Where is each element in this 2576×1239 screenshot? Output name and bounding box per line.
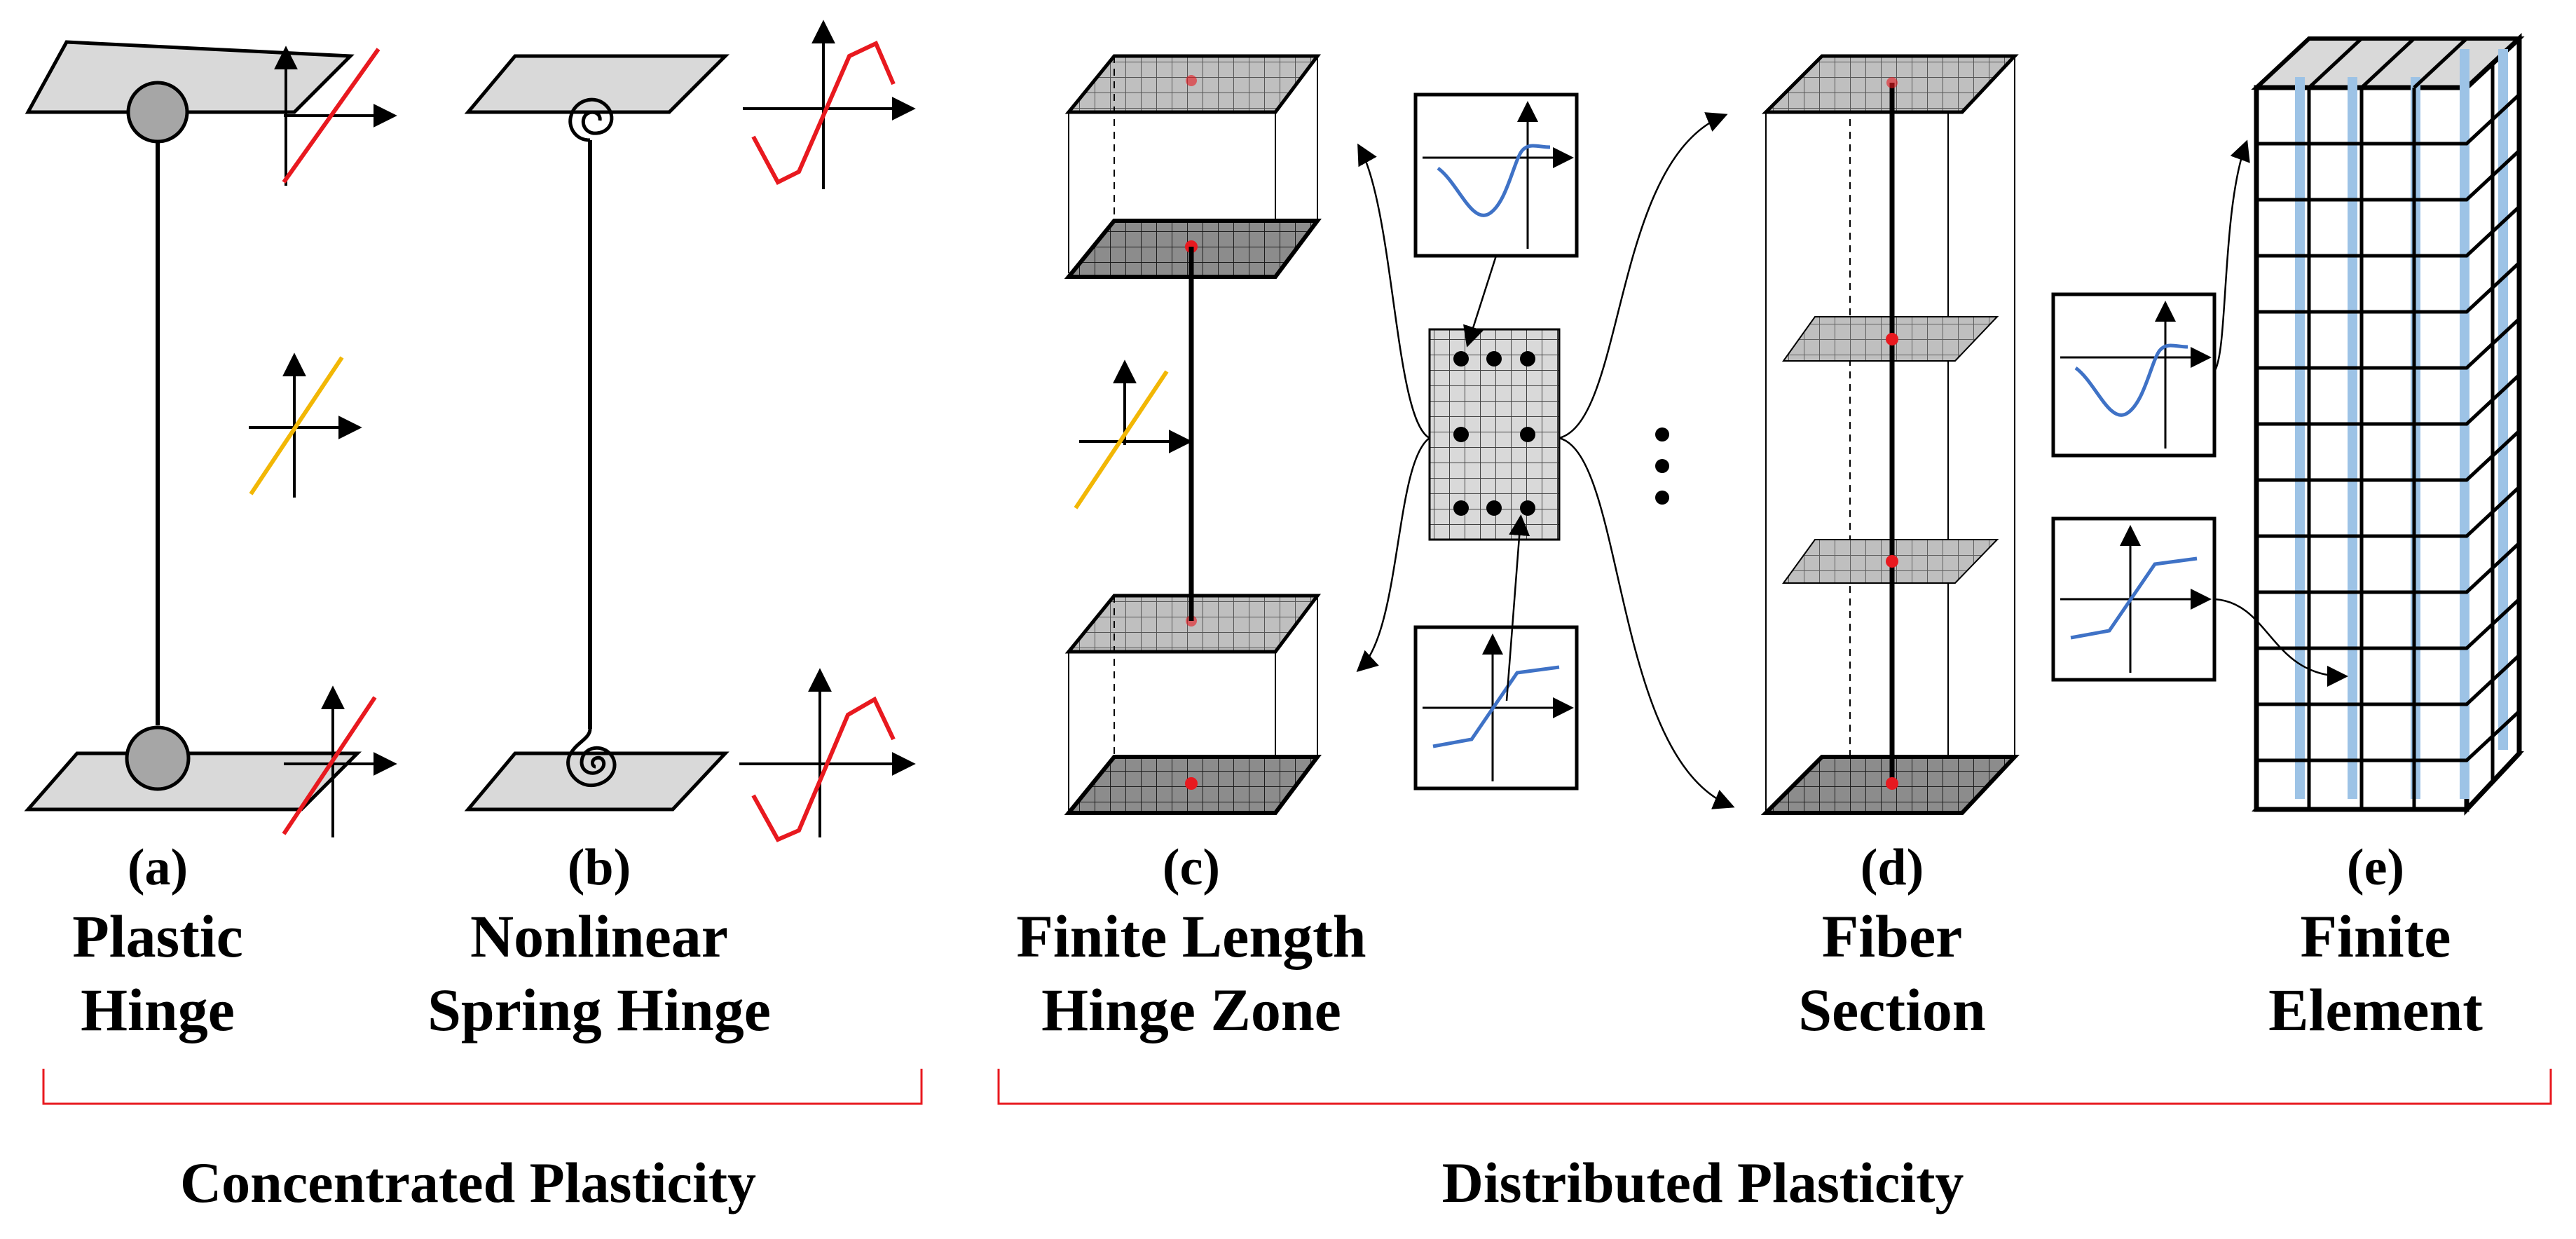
connector-arrows	[1558, 437, 1735, 809]
integration-point	[1186, 75, 1197, 86]
concentrated-plasticity-group: Concentrated Plasticity	[42, 1069, 923, 1214]
rotational-spring-top	[568, 97, 614, 142]
elastic-response-icon	[1074, 360, 1193, 509]
nonlinear-spring-response-icon-top	[743, 20, 916, 189]
rebar-fiber	[1453, 500, 1469, 516]
concrete-material-curve-box	[1413, 93, 1579, 258]
distributed-plasticity-group: Distributed Plasticity	[997, 1069, 2552, 1214]
rotational-spring-bottom	[566, 728, 617, 788]
panel-e-finite-element: (e) Finite Element	[2051, 32, 2525, 1043]
connector-arrows	[1558, 112, 1728, 439]
group-label-concentrated: Concentrated Plasticity	[180, 1151, 756, 1214]
top-plate	[464, 54, 730, 114]
panel-b-letter: (b)	[568, 839, 631, 896]
panel-a-plastic-hinge: (a) Plastic Hinge	[24, 40, 397, 1043]
panel-d-title-line1: Fiber	[1822, 903, 1963, 970]
panel-a-title-line1: Plastic	[72, 903, 243, 970]
fiber-element-box	[1760, 54, 2020, 815]
panel-d-fiber-section: (d) Fiber Section	[1558, 54, 2020, 1043]
panel-c-finite-length-hinge: (c) Finite Length Hinge Zone	[1016, 54, 1579, 1043]
connector-arrows	[1356, 143, 1530, 701]
elastic-response-icon	[249, 352, 362, 498]
integration-point	[1185, 777, 1198, 790]
concrete-material-curve-box	[2051, 292, 2217, 458]
top-plate	[25, 40, 355, 114]
rebar-fiber	[1520, 351, 1535, 367]
panel-c-letter: (c)	[1163, 839, 1220, 896]
plastic-hinge-top	[126, 81, 189, 144]
rigid-plastic-response-icon-bottom	[282, 685, 397, 837]
rebar-fiber	[1520, 427, 1535, 442]
nonlinear-spring-response-icon-bottom	[739, 668, 916, 842]
panel-e-title-line1: Finite	[2301, 903, 2451, 970]
panel-b-title-line1: Nonlinear	[470, 903, 728, 970]
integration-point	[1886, 777, 1898, 790]
panel-c-title-line1: Finite Length	[1016, 903, 1366, 970]
integration-point	[1886, 333, 1898, 345]
panel-a-title-line2: Hinge	[81, 976, 235, 1043]
steel-material-curve-box	[1413, 625, 1579, 790]
panel-d-letter: (d)	[1861, 839, 1924, 896]
bottom-plate	[464, 751, 729, 812]
panel-a-letter: (a)	[128, 839, 188, 896]
connector-arrows	[2213, 139, 2250, 372]
rebar-fiber	[1486, 500, 1502, 516]
group-label-distributed: Distributed Plasticity	[1442, 1151, 1964, 1214]
panel-e-title-line2: Element	[2268, 976, 2483, 1043]
panel-b-spring-hinge: (b) Nonlinear Spring Hinge	[427, 20, 916, 1043]
rebar-fiber	[1520, 500, 1535, 516]
bottom-hinge-zone-box	[1064, 594, 1322, 815]
fiber-cross-section	[1428, 328, 1561, 541]
rebar-fiber	[1453, 351, 1469, 367]
panel-c-title-line2: Hinge Zone	[1041, 976, 1341, 1043]
plastic-hinge-bottom	[125, 725, 191, 791]
steel-material-curve-box	[2051, 516, 2217, 682]
rebar-fiber	[1486, 351, 1502, 367]
top-hinge-zone-box	[1064, 54, 1322, 279]
panel-b-title-line2: Spring Hinge	[427, 976, 771, 1043]
rebar-fiber	[1453, 427, 1469, 442]
panel-e-letter: (e)	[2347, 839, 2404, 896]
rigid-plastic-response-icon	[274, 46, 397, 186]
mesh-lines	[2256, 37, 2521, 809]
solid-mesh-column	[2251, 32, 2525, 816]
group-bracket	[997, 1069, 2552, 1105]
panel-d-title-line2: Section	[1798, 976, 1986, 1043]
integration-point	[1886, 77, 1898, 88]
integration-point	[1886, 555, 1898, 568]
connector-arrows	[2214, 598, 2348, 687]
ellipsis-dots	[1655, 427, 1669, 505]
group-bracket	[42, 1069, 923, 1105]
